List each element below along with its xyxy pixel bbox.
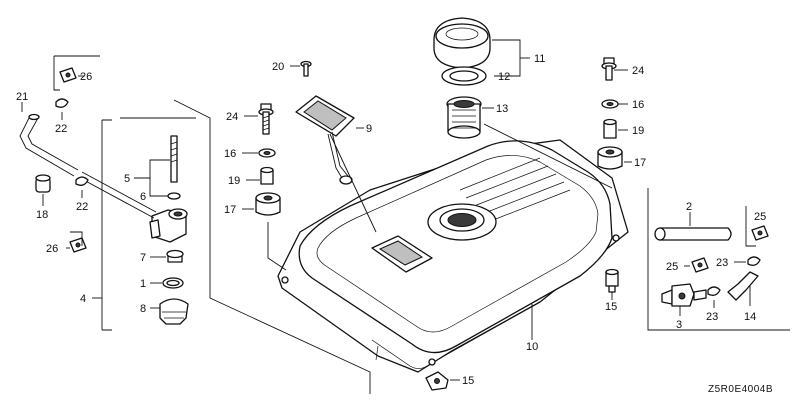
fuel-filler-cap — [433, 17, 491, 69]
callout-11: 11 — [534, 53, 545, 65]
clip-22-lower — [75, 176, 89, 186]
tube-clamp-25-upper — [751, 225, 769, 241]
drawing-code: Z5R0E4004B — [708, 384, 773, 395]
callout-9: 9 — [366, 123, 372, 135]
bolt-24-left — [258, 103, 274, 135]
callout-22-lower: 22 — [76, 201, 88, 213]
fuel-tank — [277, 139, 629, 373]
callout-21: 21 — [16, 91, 28, 103]
fuel-valve-3 — [661, 283, 707, 307]
fuel-tube-21 — [19, 113, 79, 177]
fuel-filter-18 — [35, 174, 51, 193]
callout-16-right: 16 — [632, 99, 644, 111]
rubber-mount-15-bottom — [425, 371, 449, 391]
callout-16-left: 16 — [224, 148, 236, 160]
callout-3: 3 — [676, 319, 682, 331]
callout-25-lower: 25 — [666, 261, 678, 273]
callout-5: 5 — [124, 173, 130, 185]
callout-13: 13 — [496, 103, 508, 115]
callout-26-top: 26 — [80, 71, 92, 83]
callout-19-right: 19 — [632, 125, 644, 137]
callout-24-right: 24 — [632, 65, 644, 77]
cushion-17-right — [597, 146, 623, 170]
clip-22-upper — [55, 98, 69, 108]
bolt-24-right — [601, 57, 617, 81]
callout-19-left: 19 — [228, 175, 240, 187]
callout-15-bottom: 15 — [462, 375, 474, 387]
callout-labels: 26 21 22 18 22 26 5 6 7 1 8 4 20 24 16 1… — [16, 53, 773, 395]
callout-2: 2 — [686, 201, 692, 213]
callout-22-upper: 22 — [55, 123, 67, 135]
rubber-mount-15-right — [605, 268, 619, 293]
tube-clamp-26-top — [59, 67, 77, 83]
fuel-strainer — [446, 96, 482, 139]
tube-clamp-25-lower — [691, 257, 709, 273]
bolt-20 — [300, 60, 312, 77]
callout-17-left: 17 — [224, 204, 236, 216]
collar-19-left — [260, 166, 274, 185]
clip-23-a — [747, 256, 761, 266]
callout-18: 18 — [36, 209, 48, 221]
fuel-cock-assembly — [79, 135, 189, 325]
fuel-tube-14 — [727, 271, 759, 301]
callout-10: 10 — [526, 341, 538, 353]
callout-25-upper: 25 — [754, 211, 766, 223]
callout-23-upper: 23 — [716, 257, 728, 269]
callout-24-left: 24 — [226, 111, 238, 123]
callout-23-lower: 23 — [706, 311, 718, 323]
callout-12: 12 — [498, 71, 510, 83]
callout-8: 8 — [140, 303, 146, 315]
washer-16-right — [601, 99, 619, 109]
callout-7: 7 — [140, 252, 146, 264]
callout-1: 1 — [140, 278, 146, 290]
callout-15-right: 15 — [605, 301, 617, 313]
callout-26-mid: 26 — [46, 243, 58, 255]
cap-gasket — [441, 66, 487, 86]
callout-14: 14 — [744, 311, 756, 323]
fuel-tube-2 — [654, 227, 732, 241]
washer-16-left — [258, 148, 276, 158]
cushion-17-left — [255, 192, 281, 216]
callout-20: 20 — [272, 61, 284, 73]
clip-23-b — [707, 286, 721, 296]
callout-6: 6 — [140, 191, 146, 203]
collar-19-right — [603, 118, 617, 139]
callout-4: 4 — [80, 293, 86, 305]
tube-clamp-26-mid — [69, 237, 87, 253]
callout-17-right: 17 — [634, 157, 646, 169]
fuel-gauge — [295, 95, 355, 185]
leader-lines — [21, 39, 790, 394]
